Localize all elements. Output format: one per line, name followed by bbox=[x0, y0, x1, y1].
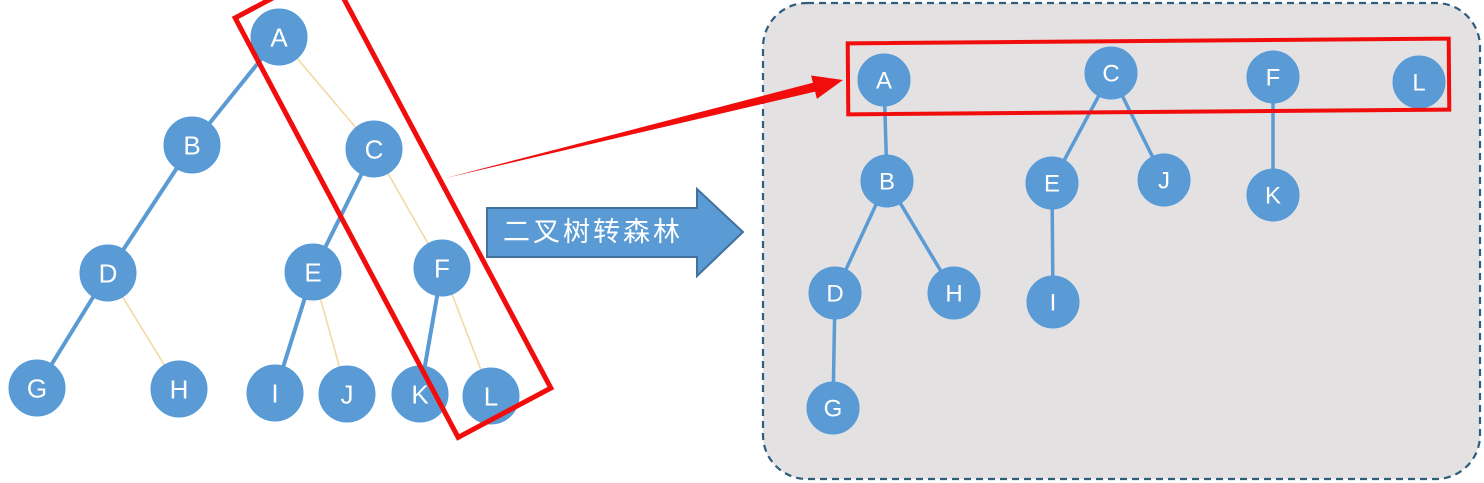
forest-node-label-B: B bbox=[879, 169, 895, 196]
binary-tree-node-label-K: K bbox=[411, 379, 429, 409]
binary-tree-node-label-C: C bbox=[365, 134, 384, 164]
binary-tree-node-A: A bbox=[250, 8, 308, 66]
forest-node-circle-F bbox=[1246, 50, 1300, 104]
binary-tree-node-circle-J bbox=[318, 365, 376, 423]
forest-node-label-H: H bbox=[945, 281, 962, 308]
forest-panel bbox=[761, 1, 1482, 481]
binary-tree-node-H: H bbox=[150, 360, 208, 418]
binary-tree-node-label-G: G bbox=[27, 373, 47, 403]
binary-tree-node-label-E: E bbox=[304, 257, 321, 287]
binary-tree-node-circle-F bbox=[413, 239, 471, 297]
binary-tree-node-J: J bbox=[318, 365, 376, 423]
forest-node-circle-I bbox=[1026, 275, 1080, 329]
forest-node-label-J: J bbox=[1158, 168, 1170, 195]
binary-tree-node-label-F: F bbox=[434, 253, 450, 283]
binary-tree-node-circle-C bbox=[345, 120, 403, 178]
forest-node-K: K bbox=[1246, 168, 1300, 222]
forest-node-circle-D bbox=[808, 266, 862, 320]
forest-node-label-C: C bbox=[1102, 61, 1119, 88]
forest-node-circle-J bbox=[1137, 153, 1191, 207]
binary-tree-node-circle-B bbox=[163, 116, 221, 174]
binary-tree-node-label-J: J bbox=[341, 379, 354, 409]
binary-tree-nodes: A B C D E F G H I J K L bbox=[8, 8, 520, 425]
binary-tree-node-circle-H bbox=[150, 360, 208, 418]
binary-tree-node-circle-I bbox=[246, 364, 304, 422]
forest-node-E: E bbox=[1025, 156, 1079, 210]
forest-node-L: L bbox=[1392, 55, 1446, 109]
forest-node-B: B bbox=[860, 154, 914, 208]
forest-node-G: G bbox=[806, 381, 860, 435]
forest-node-label-K: K bbox=[1265, 183, 1281, 210]
forest-node-label-E: E bbox=[1044, 171, 1060, 198]
binary-tree-edges bbox=[35, 35, 492, 397]
forest-node-circle-H bbox=[927, 266, 981, 320]
forest-node-label-F: F bbox=[1266, 65, 1281, 92]
forest-node-C: C bbox=[1084, 46, 1138, 100]
forest-node-label-D: D bbox=[826, 281, 843, 308]
binary-tree-node-circle-A bbox=[250, 8, 308, 66]
red-pointer-arrow bbox=[444, 75, 843, 179]
forest-nodes: A B D H G C E J I F K L bbox=[806, 46, 1446, 435]
forest-node-circle-G bbox=[806, 381, 860, 435]
binary-tree-node-label-L: L bbox=[484, 381, 498, 411]
binary-tree-node-label-D: D bbox=[99, 258, 118, 288]
binary-tree-node-label-H: H bbox=[170, 374, 189, 404]
binary-tree-node-D: D bbox=[79, 244, 137, 302]
forest-node-circle-A bbox=[857, 53, 911, 107]
binary-tree-node-label-I: I bbox=[271, 378, 278, 408]
forest-node-A: A bbox=[857, 53, 911, 107]
forest-node-label-A: A bbox=[876, 68, 892, 95]
forest-node-circle-K bbox=[1246, 168, 1300, 222]
forest-node-J: J bbox=[1137, 153, 1191, 207]
binary-tree-node-circle-D bbox=[79, 244, 137, 302]
forest-node-circle-B bbox=[860, 154, 914, 208]
binary-tree-node-circle-G bbox=[8, 359, 66, 417]
forest-node-label-I: I bbox=[1050, 290, 1057, 317]
binary-tree-node-L: L bbox=[462, 367, 520, 425]
binary-tree-node-E: E bbox=[284, 243, 342, 301]
binary-tree-node-G: G bbox=[8, 359, 66, 417]
binary-tree-spine-highlight-box bbox=[231, 0, 555, 441]
forest-node-H: H bbox=[927, 266, 981, 320]
forest-node-circle-C bbox=[1084, 46, 1138, 100]
binary-tree-node-label-A: A bbox=[270, 22, 288, 52]
binary-tree-node-K: K bbox=[391, 365, 449, 423]
forest-node-label-G: G bbox=[824, 396, 843, 423]
binary-tree-node-label-B: B bbox=[183, 130, 200, 160]
forest-node-label-L: L bbox=[1412, 70, 1425, 97]
forest-node-circle-E bbox=[1025, 156, 1079, 210]
forest-roots-highlight-box bbox=[845, 36, 1452, 117]
binary-tree-node-F: F bbox=[413, 239, 471, 297]
binary-tree-node-circle-E bbox=[284, 243, 342, 301]
binary-tree-node-B: B bbox=[163, 116, 221, 174]
conversion-arrow-shape bbox=[486, 186, 745, 279]
forest-node-D: D bbox=[808, 266, 862, 320]
binary-tree-node-I: I bbox=[246, 364, 304, 422]
forest-node-F: F bbox=[1246, 50, 1300, 104]
forest-node-I: I bbox=[1026, 275, 1080, 329]
binary-tree-node-C: C bbox=[345, 120, 403, 178]
